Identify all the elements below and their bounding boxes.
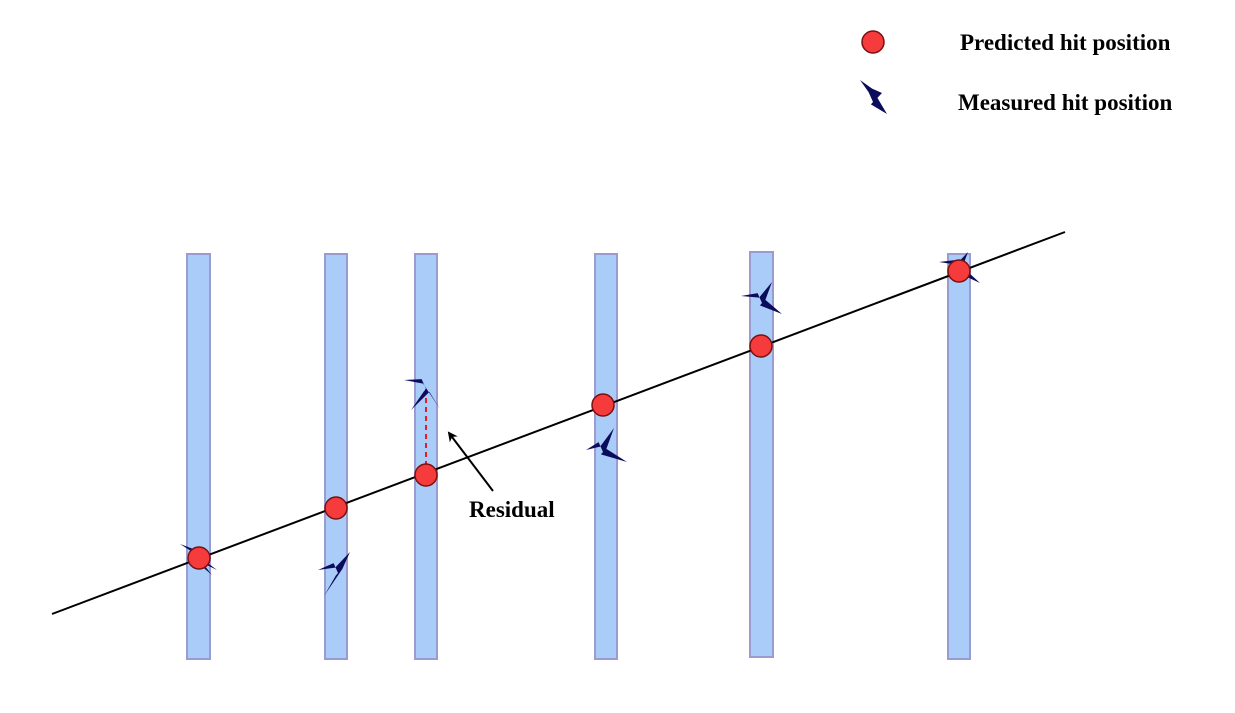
measured-hits [180, 252, 980, 596]
predicted-hit-icon [591, 393, 615, 417]
residual-arrow [447, 431, 494, 492]
predicted-hit-icon [947, 259, 971, 283]
measured-hit-icon [586, 428, 627, 462]
predicted-hit-icon [324, 496, 348, 520]
legend: Predicted hit position Measured hit posi… [860, 30, 1172, 115]
predicted-hits [187, 259, 971, 570]
predicted-hit-icon [749, 334, 773, 358]
residual-label: Residual [469, 497, 555, 522]
detector-layer [186, 253, 211, 660]
predicted-hit-icon [414, 463, 438, 487]
measured-hit-icon [741, 282, 782, 314]
detector-layer [324, 253, 348, 660]
measured-hit-icon [318, 552, 350, 596]
measured-hit-icon [404, 379, 440, 410]
predicted-hit-legend-label: Predicted hit position [960, 30, 1171, 55]
detector-layer [749, 251, 774, 658]
measured-hit-legend-label: Measured hit position [958, 90, 1172, 115]
predicted-hit-legend-icon [861, 30, 885, 54]
detector-layer [947, 253, 971, 660]
measured-hit-legend-icon [860, 80, 887, 114]
fitted-track-line [51, 231, 1066, 615]
predicted-hit-icon [187, 546, 211, 570]
